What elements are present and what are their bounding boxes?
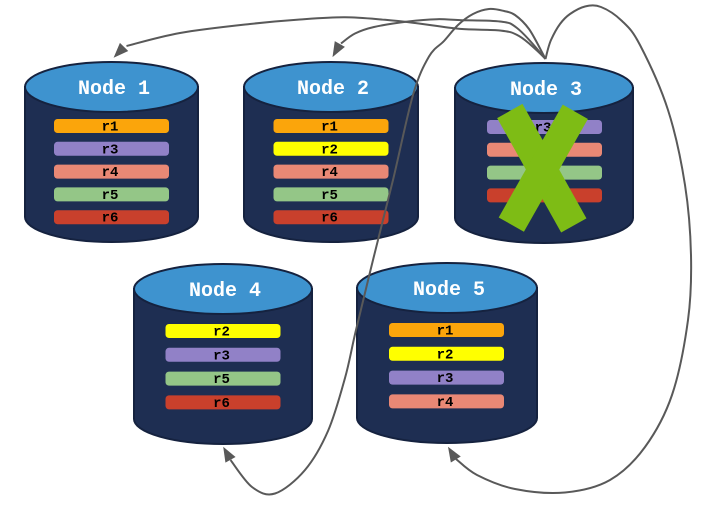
svg-text:r4: r4 <box>102 165 119 181</box>
svg-text:r6: r6 <box>213 396 230 412</box>
svg-text:r5: r5 <box>321 188 338 204</box>
svg-text:r2: r2 <box>321 142 338 158</box>
svg-text:r5: r5 <box>102 188 119 204</box>
svg-text:r3: r3 <box>102 142 119 158</box>
svg-text:r2: r2 <box>213 325 230 341</box>
svg-text:r1: r1 <box>102 120 119 136</box>
svg-text:Node 1: Node 1 <box>78 78 150 101</box>
svg-text:r4: r4 <box>437 395 454 411</box>
svg-text:Node 5: Node 5 <box>413 279 485 302</box>
svg-text:r2: r2 <box>437 347 454 363</box>
svg-text:r3: r3 <box>213 348 230 364</box>
svg-text:Node 3: Node 3 <box>510 79 582 102</box>
svg-text:r1: r1 <box>437 324 454 340</box>
svg-text:r6: r6 <box>102 211 119 227</box>
svg-text:r1: r1 <box>321 120 338 136</box>
svg-text:r3: r3 <box>437 371 454 387</box>
svg-text:r6: r6 <box>321 211 338 227</box>
svg-text:r5: r5 <box>213 372 230 388</box>
svg-text:Node 4: Node 4 <box>189 280 261 303</box>
svg-text:Node 2: Node 2 <box>297 78 369 101</box>
svg-text:r4: r4 <box>321 165 338 181</box>
